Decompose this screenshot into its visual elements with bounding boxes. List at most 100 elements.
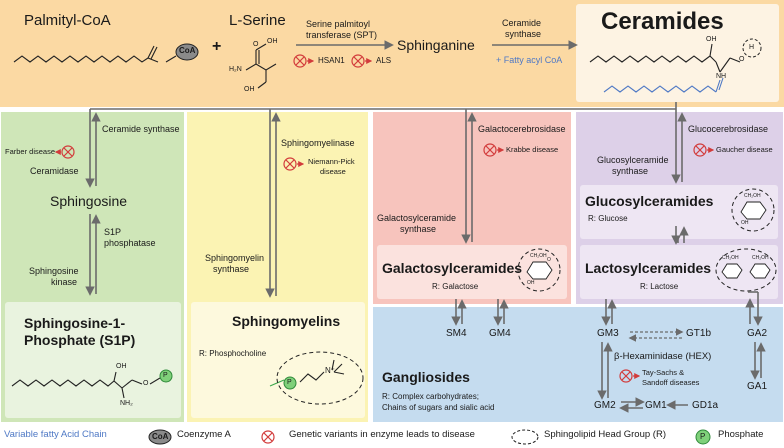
gluco-synthase-label-2: synthase [612,166,649,176]
legend-variable-chain: Variable fatty Acid Chain [4,429,107,440]
spt-label-1: Serine palmitoyl [306,19,371,29]
galactose-ch2oh: CH₂OH [530,253,547,259]
gm3-label: GM3 [597,328,619,339]
gaucher-x-icon [693,143,715,157]
lactose-ring-group [715,248,777,292]
ceramide-nh-label: NH [716,73,727,80]
s1p-oh-label: OH [116,363,127,370]
legend-coa-shape [148,429,172,445]
gluco-synthase-label-1: Glucosylceramide [597,155,669,165]
sm-n-plus-label: N⁺ [325,366,335,375]
gm2-label: GM2 [594,400,616,411]
legend-head-group-label: Sphingolipid Head Group (R) [544,429,666,440]
ceramides-box [576,4,779,102]
serine-o-label: O [253,41,259,48]
gt1b-label: GT1b [686,328,712,339]
coa-badge-shape [175,43,199,61]
hsan1-x-icon [293,54,315,68]
gd1a-label: GD1a [692,400,719,411]
sphinganine-label: Sphinganine [397,37,475,53]
sm-phosphate-shape [283,376,297,390]
ceramide-synthase-label: Ceramide synthase [102,124,180,134]
tay-sachs-x-icon [619,369,641,383]
serine-oh-label: OH [267,38,278,45]
legend-phosphate-badge-text: P [700,432,706,441]
hex-label: β-Hexaminidase (HEX) [614,351,712,362]
s1p-phosphate-shape [159,369,173,383]
gangliosides-r-line2: Chains of sugars and sialic acid [382,403,495,412]
krabbe-label: Krabbe disease [506,145,559,154]
phosphocholine-label: R: Phosphocholine [199,349,267,358]
s1p-nh2-label: NH₂ [120,400,133,407]
glucose-ring-group [731,188,775,232]
ceramide-structure [589,43,741,73]
lactose-ch2oh-1: CH₂OH [722,255,739,261]
glucose-ch2oh: CH₂OH [744,193,761,199]
gaucher-label: Gaucher disease [716,145,773,154]
ceramide-fatty-chain [603,77,724,93]
glucocerebrosidase-label: Glucocerebrosidase [688,124,769,134]
galacto-synthase-label-2: synthase [400,224,437,234]
s1p-box [5,302,181,418]
sphingomyelins-title: Sphingomyelins [232,313,341,329]
ceramidase-label: Ceramidase [30,166,79,176]
legend-x-icon [261,430,275,444]
gangliosides-panel [373,307,783,422]
fatty-acyl-label: + Fatty acyl CoA [496,55,563,65]
s1p-title-2: Phosphate (S1P) [24,332,136,348]
s1p-title-1: Sphingosine-1- [24,315,126,331]
s1p-phosphatase-label-1: S1P [104,227,122,237]
s1p-structure [11,371,161,399]
niemann-pick-label-2: disease [320,167,346,176]
coa-badge-text: CoA [179,46,196,55]
legend-genetic-label: Genetic variants in enzyme leads to dise… [289,429,475,440]
krabbe-x-icon [483,143,505,157]
serine-nh2-label: H₂N [229,66,242,73]
galactose-o: O [547,257,551,263]
r-glucose-label: R: Glucose [588,214,628,223]
sm-phosphate-text: P [287,379,292,386]
ceramide-oh-label: OH [706,36,717,43]
sphingosine-kinase-label-1: Sphingosine [29,266,79,276]
r-lactose-label: R: Lactose [640,282,679,291]
als-label: ALS [376,56,392,65]
sphingosine-kinase-label-2: kinase [51,277,78,287]
gangliosides-title: Gangliosides [382,369,470,385]
galactose-oh: OH [527,280,535,286]
r-galactose-label: R: Galactose [432,282,479,291]
cs-label-1: Ceramide [502,18,542,28]
disease-markers [54,54,715,444]
sm-synthase-label-1: Sphingomyelin [205,253,265,263]
lacto-box [580,245,778,299]
sm-synthase-label-2: synthase [213,264,250,274]
niemann-x-icon [283,157,305,171]
palmityl-coa-label: Palmityl-CoA [24,12,111,29]
niemann-pick-label-1: Niemann-Pick [308,157,355,166]
plus-sign: + [212,38,222,55]
serine-structure [245,43,277,89]
tay-sachs-label-2: Sandoff diseases [642,378,700,387]
als-x-icon [351,54,373,68]
galactocerebrosidase-label: Galactocerebrosidase [478,124,566,134]
sm4-label: SM4 [446,328,467,339]
s1p-phosphatase-label-2: phosphatase [104,238,156,248]
legend-phosphate-label: Phosphate [718,429,764,440]
sphingomyelins-box [191,302,365,418]
s1p-phosphate-text: P [163,372,168,379]
sphingomyelin-head-group-outline [276,351,364,405]
ceramide-o-label: O [739,56,745,63]
legend-coa-label: Coenzyme A [177,429,231,440]
legend-phosphate-shape [695,429,711,445]
spt-label-2: transferase (SPT) [306,30,378,40]
cs-label-2: synthase [505,29,542,39]
galactosylceramides-title: Galactosylceramides [382,260,523,276]
farber-x-icon [54,145,75,159]
palmityl-chain [13,45,177,63]
gm1-label: GM1 [645,400,667,411]
farber-label: Farber disease [5,147,56,156]
l-serine-label: L-Serine [229,12,286,29]
galactose-ring-group [517,248,561,292]
galacto-synthase-label-1: Galactosylceramide [377,213,457,223]
tay-sachs-label-1: Tay-Sachs & [642,368,685,377]
